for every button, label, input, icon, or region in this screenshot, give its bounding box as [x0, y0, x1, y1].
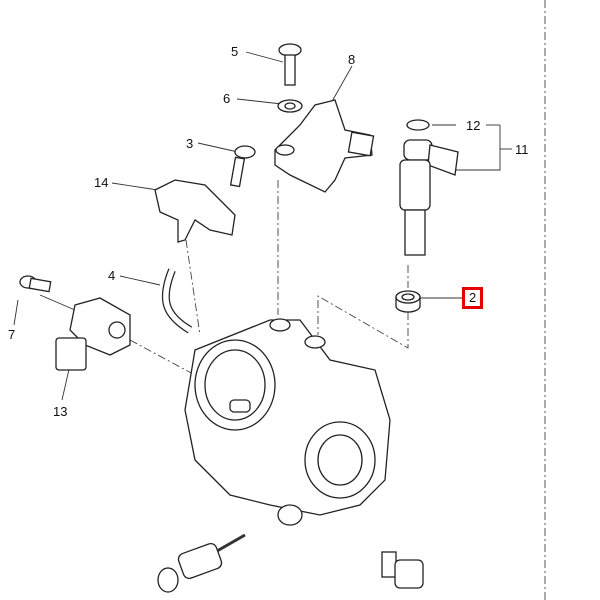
bottom-sensor-left	[157, 533, 246, 593]
callout-4: 4	[108, 268, 116, 283]
callout-6: 6	[223, 91, 231, 106]
callout-3: 3	[186, 136, 194, 151]
injector-part-11	[399, 139, 459, 256]
sensor-part-13	[55, 297, 131, 371]
callout-5: 5	[231, 44, 239, 59]
callout-11: 11	[515, 142, 529, 157]
callout-8: 8	[348, 52, 356, 67]
screw-part-5	[278, 43, 302, 86]
callout-7: 7	[8, 327, 16, 342]
leader-lines	[13, 51, 512, 401]
washer-part-6	[277, 99, 303, 113]
sensor-part-14	[154, 179, 236, 243]
callout-14: 14	[94, 175, 109, 190]
screw-part-7	[19, 275, 52, 293]
callout-12: 12	[466, 118, 481, 133]
callout-13: 13	[53, 404, 68, 419]
o-ring-part-12	[406, 119, 430, 131]
injector-holder-part-8	[274, 99, 375, 193]
bottom-sensor-right	[381, 551, 424, 589]
screw-part-3	[229, 145, 256, 188]
collar-part-2	[395, 290, 421, 313]
throttle-body	[184, 318, 391, 526]
callout-2-highlighted: 2	[462, 287, 484, 309]
